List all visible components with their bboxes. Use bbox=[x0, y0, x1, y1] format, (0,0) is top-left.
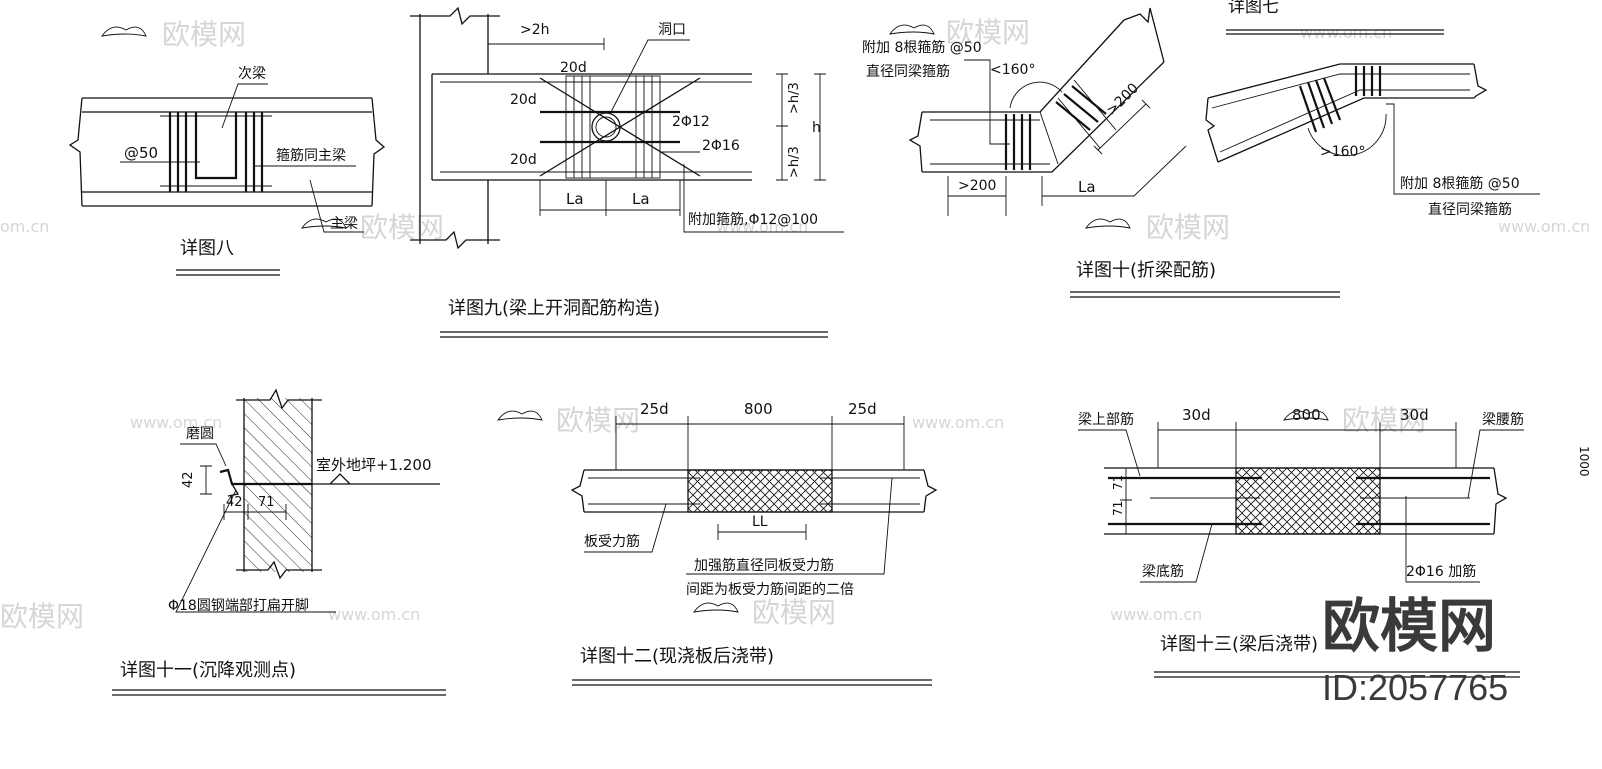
dim-20d-bottom: 20d bbox=[510, 152, 537, 168]
watermark-text: 欧模网 bbox=[556, 404, 640, 437]
watermark-text: 欧模网 bbox=[162, 18, 246, 51]
detail-7-title: 详图七 bbox=[1228, 0, 1279, 17]
detail-12-title: 详图十二(现浇板后浇带) bbox=[580, 646, 774, 667]
brand-badge: 欧模网 ID:2057765 bbox=[1322, 594, 1508, 708]
watermark-logo: 欧模网 bbox=[1283, 404, 1426, 437]
watermark-logo: 欧模网 bbox=[889, 16, 1030, 49]
watermark-url: www.om.cn bbox=[716, 217, 808, 236]
dim-30d-left: 30d bbox=[1182, 406, 1211, 424]
watermark-logo: 欧模网 bbox=[693, 596, 836, 629]
label-top-bar: 梁上部筋 bbox=[1078, 411, 1134, 428]
watermark-text: 欧模网 bbox=[360, 211, 444, 244]
dim-h3-bottom: >h/3 bbox=[787, 146, 802, 178]
brand-name: 欧模网 bbox=[1322, 594, 1496, 659]
detail-12: 25d 800 25d LL 板受力筋 加强筋直径同板受力筋 间距为板受力筋间距… bbox=[570, 400, 938, 686]
watermark-text: 欧模网 bbox=[1342, 404, 1426, 437]
watermark-text: 欧模网 bbox=[1146, 211, 1230, 244]
detail-13-title: 详图十三(梁后浇带) bbox=[1160, 634, 1318, 655]
dim-200-bottom: >200 bbox=[958, 178, 996, 194]
dim-42-v: 42 bbox=[181, 471, 196, 488]
detail-9: >2h 洞口 20d 20d 20d 2Φ12 2Φ16 >h/3 h >h/3… bbox=[410, 6, 844, 338]
watermark-text: 欧模网 bbox=[946, 16, 1030, 49]
label-2phi12: 2Φ12 bbox=[672, 114, 710, 130]
dim-la-right: La bbox=[632, 190, 650, 208]
dim-800: 800 bbox=[744, 400, 773, 418]
watermark-url: www.om.cn bbox=[1110, 605, 1202, 624]
detail-7: 详图七 bbox=[1226, 0, 1444, 35]
brand-id: ID:2057765 bbox=[1322, 667, 1508, 708]
label-reinf-line1: 加强筋直径同板受力筋 bbox=[694, 557, 834, 574]
dim-la-left: La bbox=[566, 190, 584, 208]
dim-25d-right: 25d bbox=[848, 400, 877, 418]
dim-20d-left: 20d bbox=[510, 92, 537, 108]
dim-2h: >2h bbox=[520, 22, 550, 38]
label-extra-stirrup: 附加箍筋,Φ12@100 bbox=[688, 211, 818, 228]
dim-h: h bbox=[812, 120, 821, 136]
edge-dim: 1000 bbox=[1577, 446, 1591, 477]
detail-10: 附加 8根箍筋 @50 直径同梁箍筋 <160° >200 >200 La 详图… bbox=[862, 7, 1340, 298]
label-extra-8-b-line1: 附加 8根箍筋 @50 bbox=[1400, 175, 1520, 192]
watermark-url: www.om.cn bbox=[1498, 217, 1590, 236]
detail-10b: >160° 附加 8根箍筋 @50 直径同梁箍筋 bbox=[1205, 63, 1540, 218]
watermark-text: 欧模网 bbox=[752, 596, 836, 629]
label-reinf-line2: 间距为板受力筋间距的二倍 bbox=[686, 581, 854, 598]
detail-8-title: 详图八 bbox=[180, 238, 234, 259]
label-hole: 洞口 bbox=[658, 22, 686, 38]
watermark-logo: 欧模网 bbox=[1085, 211, 1230, 244]
dim-la: La bbox=[1078, 178, 1096, 196]
label-slab-bar: 板受力筋 bbox=[584, 533, 640, 550]
detail-9-title: 详图九(梁上开洞配筋构造) bbox=[448, 298, 660, 319]
label-2phi16: 2Φ16 bbox=[702, 138, 740, 154]
detail-8: 次梁 @50 箍筋同主梁 主梁 详图八 bbox=[68, 66, 386, 276]
watermark-url: www.om.cn bbox=[328, 605, 420, 624]
label-stirrup-same: 箍筋同主梁 bbox=[276, 147, 346, 164]
detail-13: 30d 800 30d 梁上部筋 梁腰筋 71 71 梁底筋 2Φ16 加筋 详… bbox=[1078, 406, 1591, 678]
dim-800-b: 800 bbox=[1292, 406, 1321, 424]
angle-right: >160° bbox=[1320, 144, 1365, 160]
label-extra-8-b-line2: 直径同梁箍筋 bbox=[1428, 201, 1512, 218]
label-main-beam: 主梁 bbox=[330, 216, 358, 232]
watermark-url: www.om.cn bbox=[130, 413, 222, 432]
watermark-url: www.om.cn bbox=[912, 413, 1004, 432]
dim-71-top: 71 bbox=[1111, 475, 1125, 490]
detail-10-title: 详图十(折梁配筋) bbox=[1076, 260, 1216, 281]
label-secondary-beam: 次梁 bbox=[238, 66, 266, 82]
label-spacing: @50 bbox=[124, 144, 158, 162]
watermarks: 欧模网 欧模网 www.om.cn om.cn 欧模网 www.om.cn 欧模… bbox=[0, 16, 1590, 633]
label-outdoor: 室外地坪+1.200 bbox=[316, 456, 432, 474]
label-waist-bar: 梁腰筋 bbox=[1482, 411, 1524, 428]
watermark-logo: 欧模网 bbox=[301, 211, 444, 244]
watermark-logo: 欧模网 bbox=[497, 404, 640, 437]
detail-11-title: 详图十一(沉降观测点) bbox=[120, 660, 296, 681]
detail-11: 室外地坪+1.200 磨圆 42 42 71 Φ18圆钢端部打扁开脚 详图十一(… bbox=[112, 388, 446, 696]
dim-71: 71 bbox=[258, 495, 275, 510]
label-extra-8-line2: 直径同梁箍筋 bbox=[866, 63, 950, 80]
label-round: 磨圆 bbox=[186, 426, 214, 442]
label-2phi16-add: 2Φ16 加筋 bbox=[1406, 563, 1476, 580]
label-bottom-bar: 梁底筋 bbox=[1142, 563, 1184, 580]
dim-42-h: 42 bbox=[226, 495, 243, 510]
dim-h3-top: >h/3 bbox=[787, 82, 802, 114]
watermark-text: 欧模网 bbox=[0, 600, 84, 633]
dim-20d-top: 20d bbox=[560, 60, 587, 76]
angle-left: <160° bbox=[990, 62, 1035, 78]
watermark-url: www.om.cn bbox=[1300, 23, 1392, 42]
watermark-logo: 欧模网 bbox=[101, 18, 246, 51]
dim-ll: LL bbox=[752, 514, 768, 530]
dim-30d-right: 30d bbox=[1400, 406, 1429, 424]
label-extra-8-line1: 附加 8根箍筋 @50 bbox=[862, 39, 982, 56]
label-phi18: Φ18圆钢端部打扁开脚 bbox=[168, 597, 309, 614]
watermark-url: om.cn bbox=[0, 217, 49, 236]
dim-71-bottom: 71 bbox=[1111, 501, 1125, 516]
dim-25d-left: 25d bbox=[640, 400, 669, 418]
